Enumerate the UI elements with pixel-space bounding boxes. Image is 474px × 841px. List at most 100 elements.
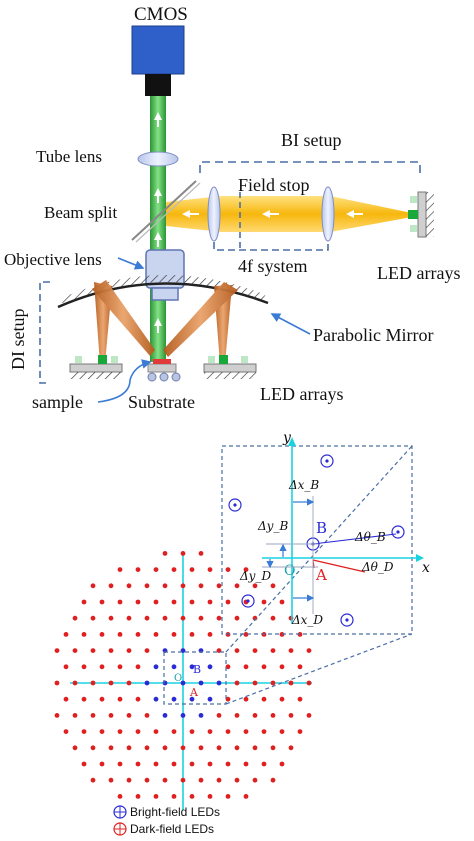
- led-dots-group: [54, 551, 312, 799]
- dark-field-led: [243, 729, 249, 734]
- dark-field-led: [225, 696, 231, 702]
- dark-field-led: [117, 632, 123, 637]
- point-b-label: B: [316, 519, 327, 537]
- dark-field-led: [72, 713, 78, 718]
- zoom-projection-bottom: [225, 633, 413, 705]
- dark-field-led: [234, 680, 240, 686]
- dark-field-led: [225, 664, 231, 670]
- field-stop-label: Field stop: [238, 175, 310, 195]
- dark-field-led: [225, 794, 231, 799]
- led-right-idle-2: [410, 225, 417, 232]
- dark-field-led: [63, 696, 69, 702]
- dark-field-led: [144, 777, 150, 783]
- di-setup-bracket: [39, 281, 50, 384]
- small-b-label: B: [193, 663, 201, 676]
- dark-field-led: [180, 551, 186, 556]
- dark-field-led: [126, 745, 132, 751]
- legend: Bright-field LEDs Dark-field LEDs: [113, 805, 220, 836]
- dark-field-led: [189, 599, 195, 605]
- dark-field-led: [288, 713, 294, 718]
- dark-field-led: [270, 777, 276, 783]
- dark-field-led: [108, 777, 114, 783]
- cmos-mount: [145, 74, 171, 96]
- dark-field-led: [243, 567, 249, 572]
- dark-field-led: [108, 745, 114, 751]
- dark-field-led: [225, 599, 231, 605]
- dark-field-led: [81, 761, 87, 767]
- dark-field-led: [261, 729, 267, 734]
- dark-field-led: [279, 761, 285, 767]
- led-array-bottom-right: [203, 355, 257, 379]
- dark-field-led: [288, 680, 294, 686]
- led-right-idle-1: [410, 196, 417, 203]
- dark-field-led: [63, 632, 69, 637]
- dark-field-led: [90, 615, 96, 621]
- dark-field-led: [180, 583, 186, 589]
- dark-field-led: [54, 648, 60, 653]
- dark-field-led: [252, 777, 258, 783]
- bright-field-led: [153, 696, 159, 702]
- dark-field-led: [171, 632, 177, 637]
- dark-field-led: [243, 632, 249, 637]
- dark-field-led: [135, 761, 141, 767]
- small-a-label: A: [189, 686, 199, 699]
- dark-field-led: [117, 664, 123, 670]
- dark-field-led: [162, 777, 168, 783]
- dark-field-led: [90, 777, 96, 783]
- dark-field-led: [288, 745, 294, 751]
- axis-y-label: y: [282, 430, 292, 446]
- dark-field-led: [126, 777, 132, 783]
- dark-field-led: [99, 761, 105, 767]
- bright-field-led: [189, 696, 195, 702]
- substrate-supports: [147, 372, 181, 382]
- dark-field-led: [135, 599, 141, 605]
- dark-field-led: [234, 648, 240, 653]
- dark-field-led: [207, 567, 213, 572]
- dark-field-led: [243, 696, 249, 702]
- dark-field-led: [108, 648, 114, 653]
- dark-field-led: [234, 615, 240, 621]
- dark-field-led: [126, 615, 132, 621]
- dark-field-led: [54, 680, 60, 686]
- cmos-label: CMOS: [134, 4, 188, 25]
- dark-field-led: [117, 567, 123, 572]
- dark-field-led: [216, 615, 222, 621]
- objective-lens-label: Objective lens: [4, 250, 102, 269]
- delta-theta-b-label: Δθ_B: [354, 530, 386, 544]
- dark-field-led: [297, 696, 303, 702]
- dark-field-led: [270, 583, 276, 589]
- dark-field-led: [261, 696, 267, 702]
- dark-field-led: [252, 648, 258, 653]
- tube-lens: [137, 151, 179, 167]
- dark-field-led: [243, 761, 249, 767]
- dark-field-led: [252, 680, 258, 686]
- dark-field-led: [216, 745, 222, 751]
- dark-field-led: [162, 583, 168, 589]
- yellow-beam: [166, 196, 412, 232]
- dark-field-led: [234, 777, 240, 783]
- beam-split-label: Beam split: [44, 203, 117, 222]
- dark-field-led: [135, 729, 141, 734]
- beam-direction-arrows: [154, 112, 162, 333]
- tube-lens-label: Tube lens: [36, 147, 102, 166]
- dark-field-led: [108, 680, 114, 686]
- led-arrays-bottom-label: LED arrays: [260, 384, 343, 404]
- dark-field-led: [252, 745, 258, 751]
- objective-lens-pointer: [117, 257, 145, 270]
- dark-field-led: [216, 777, 222, 783]
- led-array-right-hatch: [426, 192, 434, 237]
- optical-setup-diagram: CMOS Tube lens BI setup Field stop: [4, 4, 460, 412]
- sample-pointer: [97, 359, 152, 403]
- dark-field-led: [189, 567, 195, 572]
- dark-field-led: [153, 599, 159, 605]
- axis-x-label: x: [422, 560, 430, 576]
- bright-field-led: [171, 696, 177, 702]
- sample: [153, 359, 171, 364]
- dark-field-led: [189, 761, 195, 767]
- delta-y-d-label: Δy_D: [239, 569, 271, 583]
- dark-field-led: [207, 761, 213, 767]
- dark-field-led: [270, 745, 276, 751]
- dark-field-led: [270, 615, 276, 621]
- dark-field-led: [153, 761, 159, 767]
- bi-setup-bracket: [199, 161, 421, 173]
